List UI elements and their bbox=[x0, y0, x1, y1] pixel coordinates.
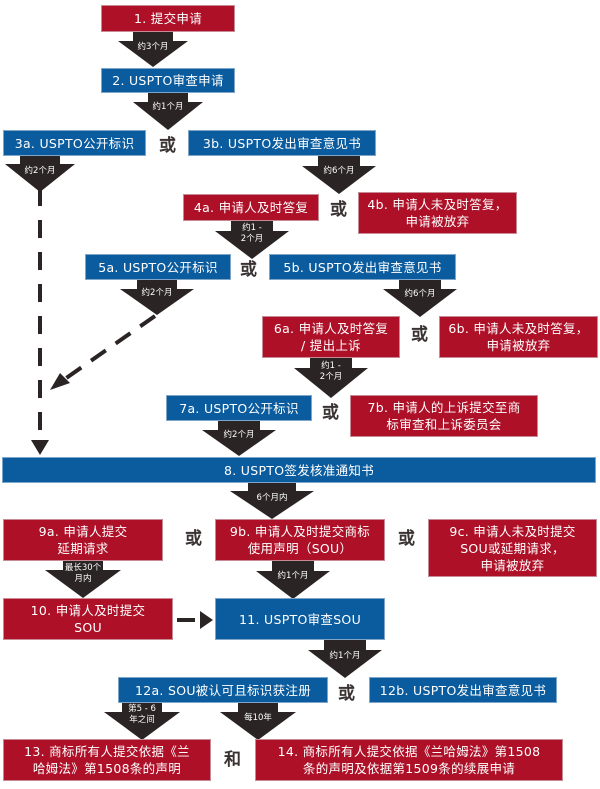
arrow-2-to-3: 约1个月 bbox=[133, 92, 203, 130]
arrow-8-to-9: 6个月内 bbox=[230, 482, 314, 519]
arrow-11-to-12: 约1个月 bbox=[308, 640, 382, 678]
arrow-label: 约3个月 bbox=[137, 42, 169, 52]
arrow-label: 约6个月 bbox=[323, 166, 355, 176]
arrow-7a-to-8: 约2个月 bbox=[202, 420, 276, 456]
step-12b-office-action: 12b. USPTO发出审查意见书 bbox=[369, 677, 557, 703]
arrow-6a-to-7: 约1 - 2个月 bbox=[294, 358, 368, 398]
or-connector: 或 bbox=[185, 529, 202, 549]
arrow-label: 每10年 bbox=[244, 713, 272, 723]
step-6a-response-or-appeal: 6a. 申请人及时答复 / 提出上诉 bbox=[262, 316, 400, 358]
step-5b-office-action: 5b. USPTO发出审查意见书 bbox=[269, 254, 456, 280]
step-9c-abandoned: 9c. 申请人未及时提交 SOU或延期请求， 申请被放弃 bbox=[428, 519, 597, 577]
or-connector: 或 bbox=[411, 325, 428, 345]
step-13-section-8-declaration: 13. 商标所有人提交依据《兰 哈姆法》第1508条的声明 bbox=[3, 739, 211, 781]
arrow-5b-to-6: 约6个月 bbox=[383, 279, 457, 317]
step-6b-abandoned: 6b. 申请人未及时答复， 申请被放弃 bbox=[439, 316, 598, 358]
step-14-renewal-application: 14. 商标所有人提交依据《兰哈姆法》第1508 条的声明及依据第1509条的续… bbox=[255, 739, 563, 781]
arrowhead-10-to-11 bbox=[200, 611, 213, 629]
arrow-label: 第5 - 6 年之间 bbox=[128, 704, 156, 725]
or-connector: 或 bbox=[240, 260, 257, 280]
arrow-3b-to-4: 约6个月 bbox=[302, 156, 376, 194]
step-1-submit-application: 1. 提交申请 bbox=[101, 5, 235, 32]
step-12a-registered: 12a. SOU被认可且标识获注册 bbox=[118, 677, 328, 703]
arrow-9a-to-10: 最长30个 月内 bbox=[45, 561, 121, 598]
arrow-label: 约2个月 bbox=[24, 166, 56, 176]
or-connector: 或 bbox=[322, 403, 339, 423]
arrow-label: 约2个月 bbox=[141, 288, 173, 298]
arrow-label: 约1 - 2个月 bbox=[319, 361, 343, 382]
step-3a-uspto-publish: 3a. USPTO公开标识 bbox=[3, 130, 146, 156]
and-connector: 和 bbox=[224, 750, 241, 770]
arrow-label: 最长30个 月内 bbox=[64, 563, 102, 584]
arrow-label: 6个月内 bbox=[256, 493, 288, 503]
dashed-arrowhead-3a bbox=[31, 440, 49, 455]
or-connector: 或 bbox=[159, 136, 176, 156]
arrow-3a-down: 约2个月 bbox=[5, 156, 75, 192]
arrow-label: 约2个月 bbox=[223, 430, 255, 440]
step-8-notice-of-allowance: 8. USPTO签发核准通知书 bbox=[2, 457, 596, 483]
arrow-1-to-2: 约3个月 bbox=[118, 31, 188, 67]
arrow-4a-to-5: 约1 - 2个月 bbox=[215, 221, 289, 259]
arrow-label: 约1个月 bbox=[277, 571, 309, 581]
step-10-timely-sou: 10. 申请人及时提交 SOU bbox=[3, 598, 173, 640]
or-connector: 或 bbox=[398, 529, 415, 549]
arrow-9b-to-11: 约1个月 bbox=[256, 561, 330, 599]
arrow-5a-down: 约2个月 bbox=[120, 279, 194, 315]
step-4a-timely-response: 4a. 申请人及时答复 bbox=[183, 194, 319, 221]
step-9b-statement-of-use: 9b. 申请人及时提交商标 使用声明（SOU） bbox=[215, 519, 385, 561]
arrow-12a-to-14: 每10年 bbox=[220, 702, 296, 740]
or-connector: 或 bbox=[338, 684, 355, 704]
step-7a-uspto-publish: 7a. USPTO公开标识 bbox=[166, 395, 312, 421]
step-3b-office-action: 3b. USPTO发出审查意见书 bbox=[188, 130, 376, 156]
step-5a-uspto-publish: 5a. USPTO公开标识 bbox=[85, 254, 231, 280]
step-2-uspto-review: 2. USPTO审查申请 bbox=[101, 68, 235, 93]
step-9a-extension-request: 9a. 申请人提交 延期请求 bbox=[3, 519, 163, 561]
step-11-uspto-review-sou: 11. USPTO审查SOU bbox=[215, 598, 385, 640]
step-7b-appeal-ttab: 7b. 申请人的上诉提交至商 标审查和上诉委员会 bbox=[350, 395, 538, 437]
arrow-label: 约6个月 bbox=[404, 289, 436, 299]
dashed-arrowhead-5a bbox=[50, 373, 70, 390]
arrow-12a-to-13: 第5 - 6 年之间 bbox=[104, 702, 180, 740]
arrow-label: 约1 - 2个月 bbox=[240, 223, 264, 244]
arrow-label: 约1个月 bbox=[152, 102, 184, 112]
arrow-label: 约1个月 bbox=[329, 651, 361, 661]
or-connector: 或 bbox=[330, 200, 347, 220]
dashed-line-5a-to-8 bbox=[60, 314, 157, 383]
step-4b-abandoned: 4b. 申请人未及时答复， 申请被放弃 bbox=[358, 192, 517, 234]
